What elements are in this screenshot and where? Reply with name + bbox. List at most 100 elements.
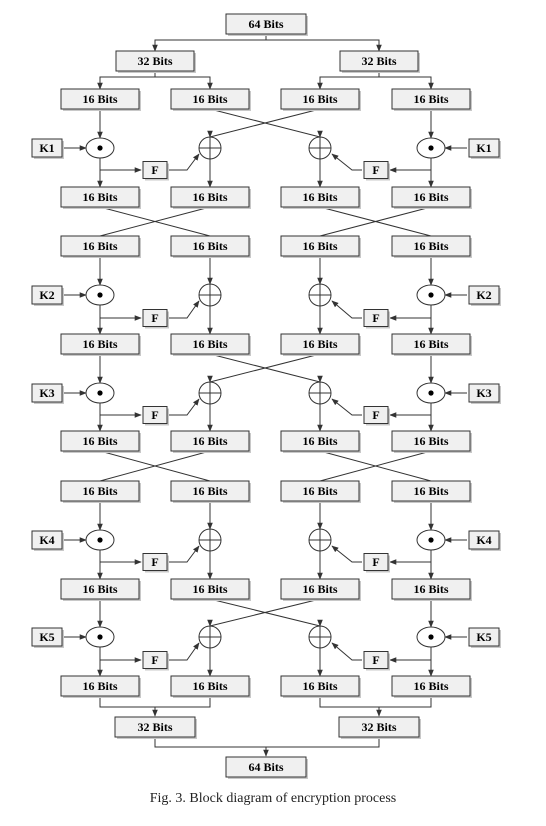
key-box: K4 bbox=[31, 530, 64, 551]
box-16-bits-label: 16 Bits bbox=[413, 239, 448, 253]
box-16-bits-frame bbox=[280, 430, 360, 452]
box-16-bits-label: 16 Bits bbox=[413, 679, 448, 693]
box-16-bits: 16 Bits bbox=[391, 675, 472, 698]
key-box-label: K3 bbox=[39, 386, 54, 400]
key-box: K3 bbox=[31, 383, 64, 404]
box-16-bits-label: 16 Bits bbox=[413, 582, 448, 596]
box-16-bits: 16 Bits bbox=[170, 88, 251, 111]
box-16-bits: 16 Bits bbox=[60, 430, 141, 453]
box-16-bits-label: 16 Bits bbox=[82, 582, 117, 596]
line-connector bbox=[319, 206, 432, 237]
arrow-connector bbox=[97, 71, 156, 90]
key-box: K4 bbox=[468, 530, 501, 551]
f-function-box: F bbox=[142, 161, 169, 181]
diagram-nodes: 64 Bits 32 Bits 32 Bits 16 Bits 16 Bits 16 Bi… bbox=[31, 13, 501, 779]
box-16-bits-frame bbox=[60, 235, 140, 257]
box-16-bits: 16 Bits bbox=[280, 333, 361, 356]
box-16-bits-label: 16 Bits bbox=[413, 484, 448, 498]
key-box-label: K5 bbox=[476, 630, 491, 644]
line-connector bbox=[319, 450, 432, 482]
f-function-box-label: F bbox=[372, 555, 379, 569]
f-function-box-label: F bbox=[372, 311, 379, 325]
key-box-frame bbox=[468, 530, 500, 550]
f-function-box-frame bbox=[142, 553, 168, 571]
arrow-connector bbox=[154, 737, 269, 757]
box-16-bits: 16 Bits bbox=[60, 675, 141, 698]
multiply-op-dot bbox=[428, 537, 434, 543]
box-64-bits: 64 Bits bbox=[225, 756, 308, 779]
box-16-bits: 16 Bits bbox=[170, 675, 251, 698]
box-16-bits-frame bbox=[170, 430, 250, 452]
line-connector bbox=[379, 696, 432, 708]
box-16-bits-frame bbox=[60, 333, 140, 355]
box-32-bits-label: 32 Bits bbox=[137, 720, 172, 734]
arrow-connector bbox=[331, 642, 362, 661]
box-32-bits-frame bbox=[115, 50, 195, 72]
box-16-bits-label: 16 Bits bbox=[82, 239, 117, 253]
box-64-bits-label: 64 Bits bbox=[248, 760, 283, 774]
box-16-bits: 16 Bits bbox=[170, 578, 251, 601]
box-16-bits-label: 16 Bits bbox=[82, 92, 117, 106]
box-16-bits-label: 16 Bits bbox=[302, 190, 337, 204]
box-16-bits: 16 Bits bbox=[391, 480, 472, 503]
box-16-bits-label: 16 Bits bbox=[192, 679, 227, 693]
multiply-op-icon bbox=[85, 529, 115, 551]
box-16-bits-frame bbox=[170, 333, 250, 355]
box-32-bits-label: 32 Bits bbox=[361, 720, 396, 734]
f-function-box-label: F bbox=[151, 311, 158, 325]
xor-op-icon bbox=[198, 625, 222, 649]
f-function-box-frame bbox=[363, 553, 389, 571]
box-16-bits: 16 Bits bbox=[280, 578, 361, 601]
box-32-bits: 32 Bits bbox=[114, 716, 197, 739]
arrow-connector bbox=[155, 76, 213, 90]
multiply-op-icon bbox=[416, 529, 446, 551]
box-16-bits: 16 Bits bbox=[391, 333, 472, 356]
box-16-bits-label: 16 Bits bbox=[82, 337, 117, 351]
box-16-bits-label: 16 Bits bbox=[413, 337, 448, 351]
box-16-bits: 16 Bits bbox=[170, 333, 251, 356]
box-16-bits-label: 16 Bits bbox=[302, 337, 337, 351]
box-16-bits-frame bbox=[60, 675, 140, 697]
key-box-frame bbox=[31, 138, 63, 158]
multiply-op-dot bbox=[428, 634, 434, 640]
xor-op-icon bbox=[308, 381, 332, 405]
multiply-op-icon bbox=[416, 626, 446, 648]
key-box-frame bbox=[31, 285, 63, 305]
multiply-op-dot bbox=[97, 634, 103, 640]
box-32-bits: 32 Bits bbox=[339, 50, 420, 73]
box-16-bits-label: 16 Bits bbox=[82, 484, 117, 498]
key-box: K2 bbox=[468, 285, 501, 306]
box-16-bits-frame bbox=[170, 186, 250, 208]
box-16-bits-label: 16 Bits bbox=[192, 92, 227, 106]
arrow-connector bbox=[331, 545, 362, 563]
arrow-connector bbox=[169, 545, 200, 563]
box-16-bits-label: 16 Bits bbox=[302, 679, 337, 693]
f-function-box: F bbox=[142, 651, 169, 671]
f-function-box-frame bbox=[142, 161, 168, 179]
f-function-box: F bbox=[142, 309, 169, 329]
box-32-bits-frame bbox=[339, 50, 419, 72]
multiply-op-icon bbox=[416, 284, 446, 306]
box-16-bits-frame bbox=[60, 430, 140, 452]
box-16-bits-label: 16 Bits bbox=[82, 190, 117, 204]
box-16-bits-label: 16 Bits bbox=[413, 434, 448, 448]
f-function-box-frame bbox=[363, 309, 389, 327]
box-16-bits-label: 16 Bits bbox=[302, 239, 337, 253]
box-16-bits-frame bbox=[280, 675, 360, 697]
box-16-bits-label: 16 Bits bbox=[192, 190, 227, 204]
line-connector bbox=[99, 206, 211, 237]
box-32-bits: 32 Bits bbox=[115, 50, 196, 73]
key-box-frame bbox=[31, 627, 63, 647]
key-box-frame bbox=[468, 627, 500, 647]
box-16-bits: 16 Bits bbox=[391, 186, 472, 209]
box-32-bits: 32 Bits bbox=[338, 716, 421, 739]
key-box-frame bbox=[31, 383, 63, 403]
box-16-bits: 16 Bits bbox=[391, 430, 472, 453]
arrow-connector bbox=[331, 300, 362, 319]
key-box: K2 bbox=[31, 285, 64, 306]
xor-op-icon bbox=[308, 625, 332, 649]
multiply-op-dot bbox=[97, 292, 103, 298]
multiply-op-icon bbox=[416, 382, 446, 404]
box-16-bits-frame bbox=[280, 333, 360, 355]
xor-op-icon bbox=[198, 136, 222, 160]
